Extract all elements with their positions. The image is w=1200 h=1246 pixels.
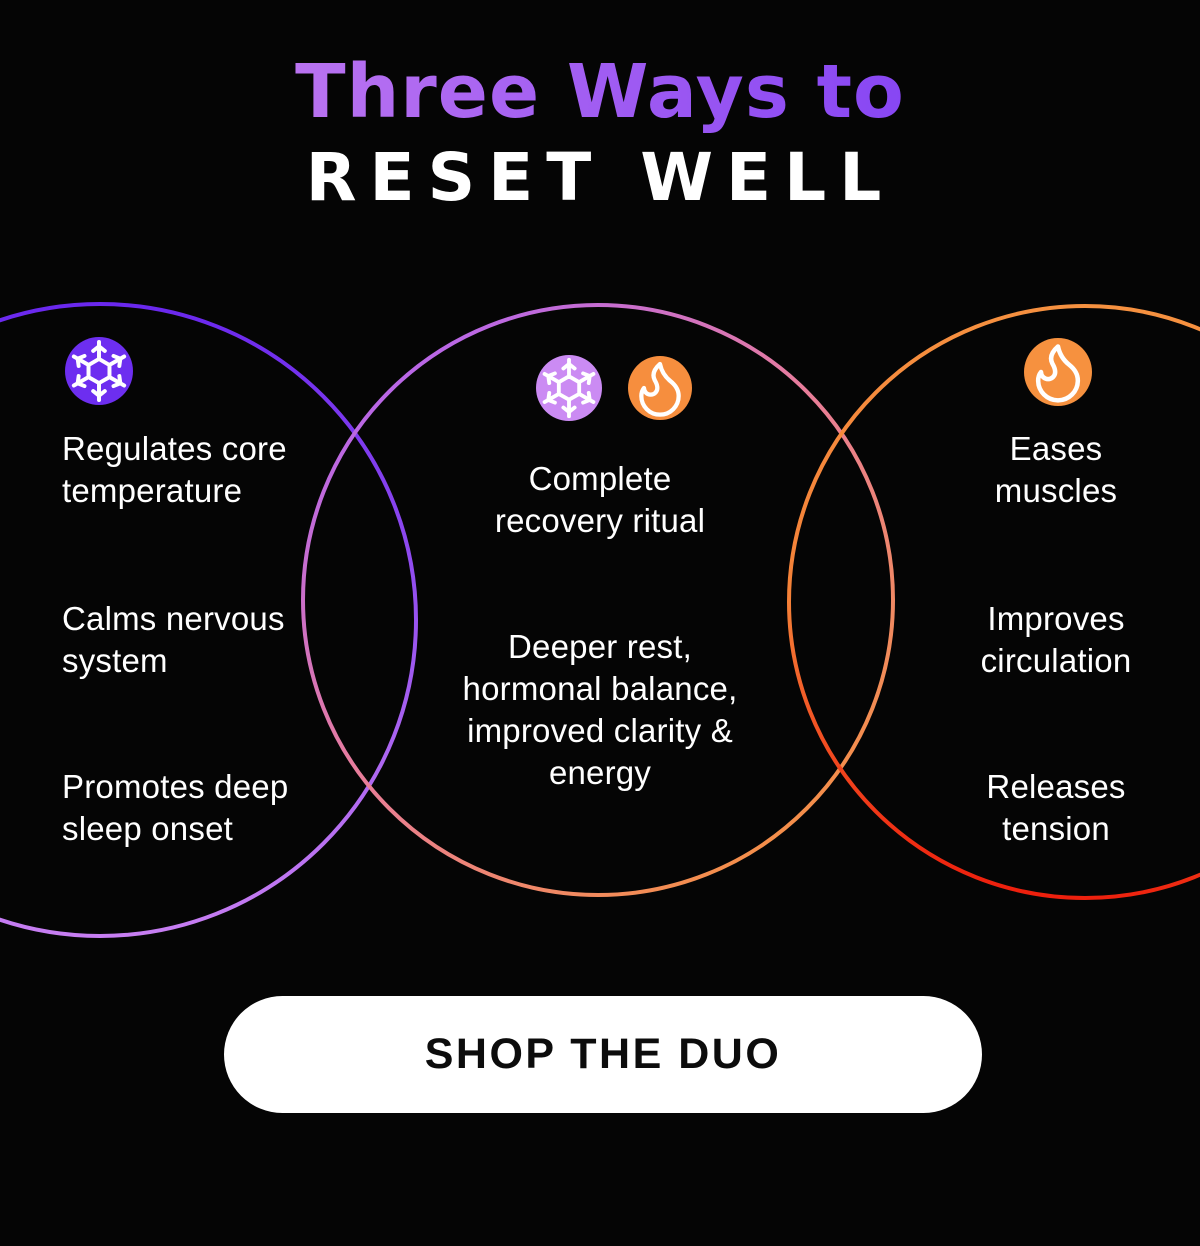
title-line2: RESET WELL	[305, 139, 895, 216]
benefit-improves-circulation: Improves circulation	[980, 600, 1132, 679]
benefit-complete-recovery-ritual: Complete recovery ritual	[494, 460, 706, 539]
venn-circle-cold	[0, 302, 418, 938]
benefit-deeper-rest: Deeper rest, hormonal balance, improved …	[462, 628, 738, 791]
venn-circle-combined	[301, 303, 895, 897]
combined-heat-badge	[628, 356, 692, 420]
venn-circle-heat	[787, 304, 1200, 900]
heat-badge	[1024, 338, 1092, 406]
benefit-promotes-deep-sleep: Promotes deep sleep onset	[62, 768, 289, 847]
benefit-releases-tension: Releases tension	[986, 768, 1126, 847]
benefit-calms-nervous-system: Calms nervous system	[62, 600, 285, 679]
title-line1: Three Ways to	[0, 44, 1200, 140]
cold-badge	[65, 337, 133, 405]
benefit-regulates-core-temperature: Regulates core temperature	[62, 430, 287, 509]
combined-cold-badge	[536, 355, 602, 421]
benefit-eases-muscles: Eases muscles	[994, 430, 1118, 509]
shop-the-duo-button[interactable]: SHOP THE DUO	[224, 996, 982, 1113]
